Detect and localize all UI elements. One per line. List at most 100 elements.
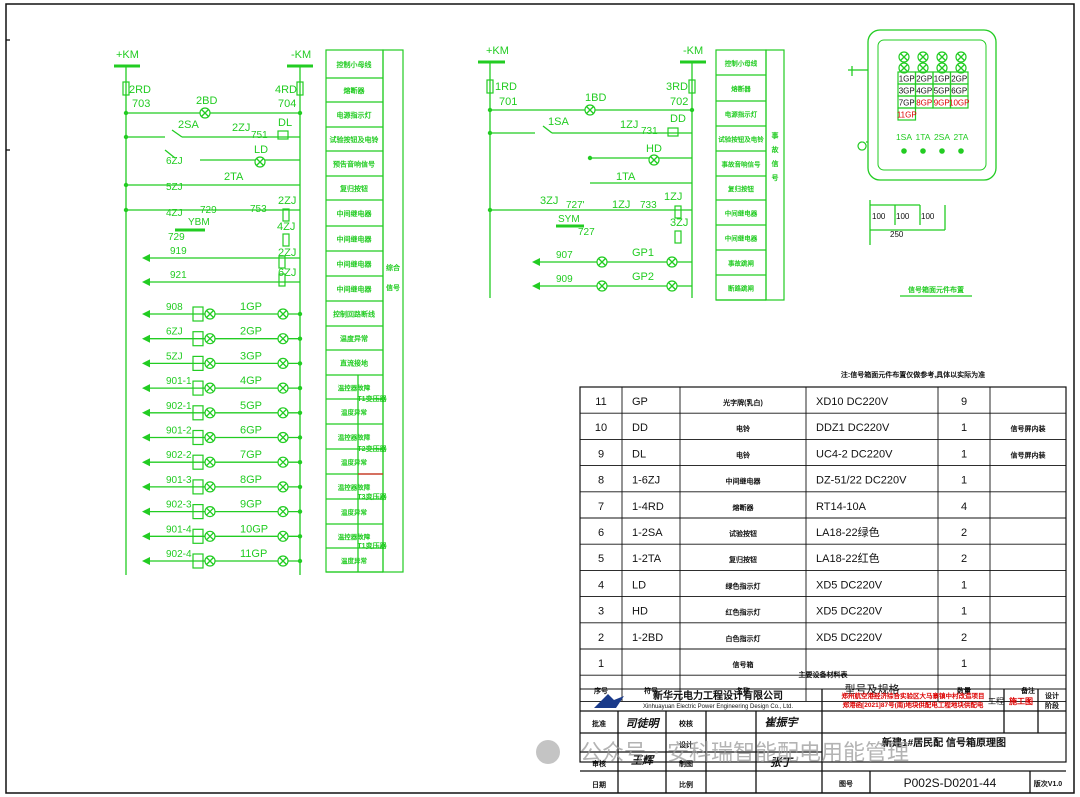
side-outer-label: 信 <box>772 159 779 168</box>
side-group-label: T1变压器 <box>357 541 387 550</box>
table-cell: XD5 DC220V <box>816 632 883 644</box>
role-label: 制图 <box>679 759 693 768</box>
relay-label: 6ZJ <box>166 156 183 167</box>
gp-label: GP2 <box>632 271 654 283</box>
table-cell: 1-2BD <box>632 632 663 644</box>
watermark-text: 公众号 · 安科瑞智能配电用能管理 <box>580 741 909 766</box>
table-note: 注:信号箱面元件布置仅做参考,具体以实际为准 <box>841 370 985 379</box>
gp-row-contact <box>192 429 204 446</box>
design-stage-label: 设计 <box>1045 691 1059 700</box>
signature: 王辉 <box>631 754 655 767</box>
lamp-cross <box>279 408 287 417</box>
side-item-label: 温度异常 <box>341 508 368 517</box>
junction-dot <box>297 435 303 440</box>
lamp-cross <box>957 53 965 61</box>
bus-label-neg: -KM <box>291 49 311 61</box>
node-label: 704 <box>278 98 296 110</box>
arrow-marker <box>142 433 150 442</box>
lamp-cross <box>279 310 287 318</box>
relay-label: 3ZJ <box>540 195 558 207</box>
arrow-marker <box>142 254 150 262</box>
wire <box>542 125 553 134</box>
side-item-label: 中间继电器 <box>725 209 758 218</box>
table-cell: XD5 DC220V <box>816 579 883 591</box>
lamp-cross <box>201 109 209 117</box>
design-stage-label: 阶段 <box>1045 701 1059 710</box>
side-group-label: T1变压器 <box>357 394 387 403</box>
side-item-label: 事故音响信号 <box>722 160 762 169</box>
table-cell: LA18-22绿色 <box>816 525 880 539</box>
lamp-cross <box>900 64 908 72</box>
arrow-marker <box>142 334 150 343</box>
gp-row-contact <box>192 528 204 544</box>
lamp-cross <box>206 507 214 516</box>
lamp-label: 2BD <box>196 95 217 107</box>
side-item-label: 直流接地 <box>340 359 368 368</box>
junction-dot <box>123 207 129 213</box>
panel-button <box>958 148 964 154</box>
relay-label: 1ZJ <box>664 191 682 203</box>
table-cell: DZ-51/22 DC220V <box>816 475 907 487</box>
lamp-label: LD <box>254 144 268 156</box>
fuse-label-left: 1RD <box>495 81 517 93</box>
role-label: 批准 <box>592 719 606 728</box>
junction-dot <box>297 484 303 490</box>
relay-coil-2zj <box>282 208 290 222</box>
arrow-marker <box>142 278 150 286</box>
lamp-cross <box>598 258 606 266</box>
gp-row-source: 902-1 <box>166 401 192 412</box>
table-cell: DD <box>632 422 648 434</box>
side-item-label: 试验按钮及电铃 <box>718 135 764 144</box>
junction-dot <box>123 134 129 140</box>
panel-gp-label: 5GP <box>934 87 950 96</box>
side-item-label: 试验按钮及电铃 <box>330 135 379 144</box>
dim-label: 100 <box>896 212 910 221</box>
gp-row-source: 6ZJ <box>166 327 183 338</box>
gp-label: 6GP <box>240 425 262 437</box>
table-cell: 1 <box>961 422 967 434</box>
table-cell: 10 <box>595 422 607 434</box>
panel-gp-label: 3GP <box>899 87 915 96</box>
gp-row-contact <box>192 331 204 347</box>
gp-label: 2GP <box>240 326 262 338</box>
lamp-cross <box>279 482 287 491</box>
company-name-en: Xinhuayuan Electric Power Engineering De… <box>643 704 793 710</box>
panel-gp-label: 9GP <box>934 99 950 108</box>
arrow-marker <box>142 310 150 318</box>
panel-button-label: 2SA <box>934 132 950 142</box>
gp-row-contact <box>192 479 204 495</box>
table-cell: 电铃 <box>736 450 750 459</box>
table-cell: HD <box>632 606 648 618</box>
table-cell: 1 <box>598 658 604 670</box>
panel-outline <box>867 29 997 181</box>
gp-label: 3GP <box>240 350 262 362</box>
junction-dot <box>297 460 303 465</box>
table-cell: LA18-22红色 <box>816 551 880 565</box>
panel-button-label: 1TA <box>916 132 931 142</box>
panel-button-label: 1SA <box>896 132 912 142</box>
lamp-cross <box>206 458 214 467</box>
panel-gp-cell <box>897 107 917 121</box>
table-caption: 主要设备材料表 <box>799 670 849 679</box>
switch-label: 2TA <box>224 171 244 183</box>
side-item-label: 中间继电器 <box>725 234 758 243</box>
node-label: 751 <box>251 130 268 141</box>
panel-gp-label: 2GP <box>951 75 967 84</box>
wire <box>171 129 183 138</box>
side-item-label: 事故跳闸 <box>728 259 755 268</box>
node-label: 703 <box>132 98 150 110</box>
arrow-marker <box>142 532 150 541</box>
wire <box>164 149 176 159</box>
node-label: 909 <box>556 274 573 285</box>
lamp-cross <box>206 532 214 541</box>
lamp-cross <box>279 359 287 368</box>
fuse-symbol <box>486 79 494 94</box>
node-label: 727 <box>578 227 595 238</box>
table-cell: 1 <box>961 658 967 670</box>
lamp-label: 1BD <box>585 92 606 104</box>
table-cell: 1-4RD <box>632 501 664 513</box>
table-cell: 9 <box>598 448 604 460</box>
gp-label: 10GP <box>240 523 268 535</box>
gp-row-source: 908 <box>166 302 183 313</box>
